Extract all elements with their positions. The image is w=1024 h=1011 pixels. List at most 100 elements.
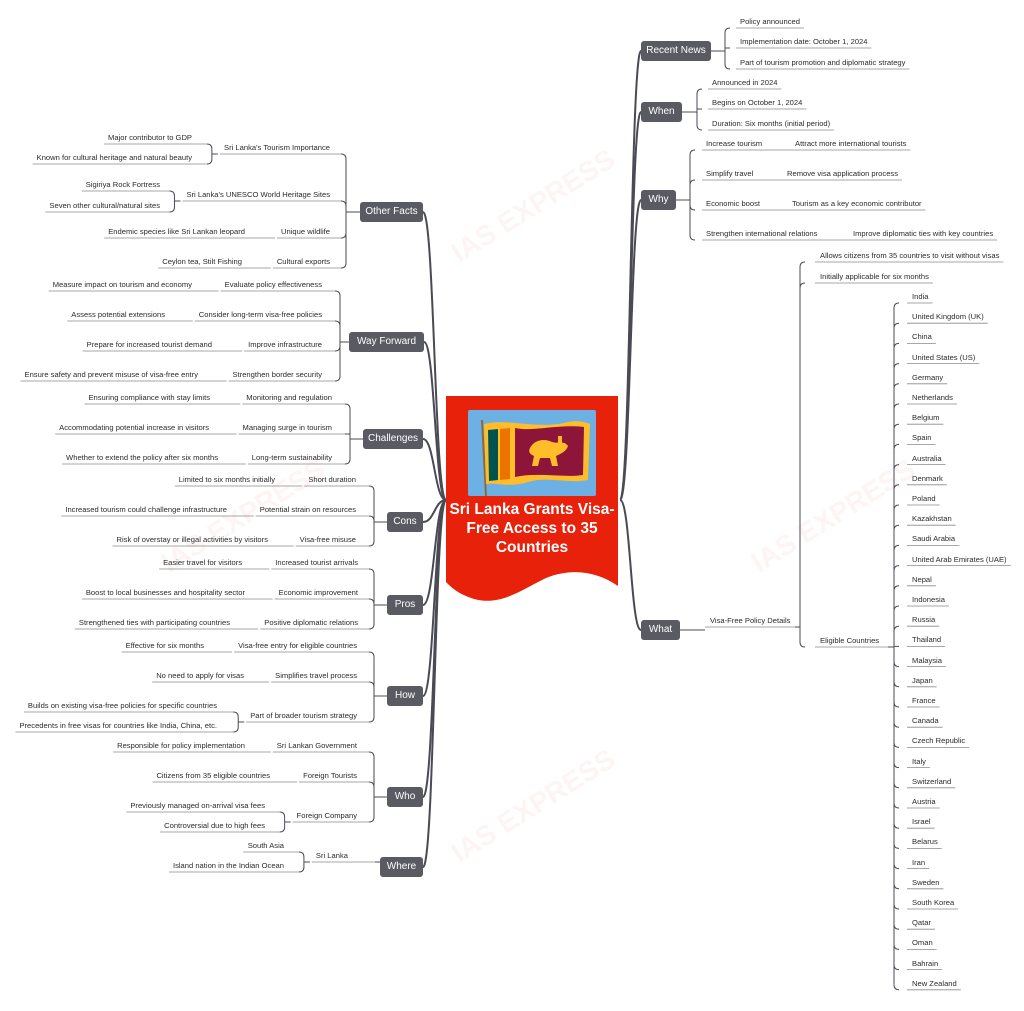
connector: [689, 204, 696, 211]
connector: [619, 199, 642, 501]
how-detail: No need to apply for visas: [156, 671, 244, 680]
country-item: Kazakhstan: [912, 514, 952, 524]
central-topic[interactable]: Sri Lanka Grants Visa-Free Access to 35 …: [446, 396, 618, 616]
connector: [619, 499, 642, 631]
branch-what[interactable]: What: [641, 620, 680, 640]
why-detail: Tourism as a key economic contributor: [792, 199, 922, 208]
cons-detail: Risk of overstay or illegal activities b…: [116, 535, 268, 544]
country-item: United Kingdom (UK): [912, 312, 984, 322]
country-item: South Korea: [912, 898, 955, 907]
pros-detail: Boost to local businesses and hospitalit…: [85, 588, 245, 597]
recent-news-item: Policy announced: [740, 17, 800, 26]
connector: [893, 585, 900, 591]
branch-recent-news[interactable]: Recent News: [641, 41, 711, 61]
country-item: Thailand: [912, 635, 942, 645]
connector: [334, 290, 341, 297]
connector: [344, 403, 351, 410]
country-item: Saudi Arabia: [912, 534, 956, 544]
way-forward-detail: Ensure safety and prevent misuse of visa…: [24, 370, 198, 379]
how-item: Simplifies travel process: [275, 671, 357, 680]
connector: [893, 863, 900, 870]
challenges-detail: Accommodating potential increase in visi…: [59, 423, 209, 432]
who-detail: Responsible for policy implementation: [117, 741, 245, 750]
recent-news-item: Part of tourism promotion and diplomatic…: [740, 58, 906, 67]
pros-item: Positive diplomatic relations: [264, 618, 358, 627]
country-item: Japan: [912, 675, 933, 685]
country-item: France: [912, 696, 936, 705]
connector: [893, 944, 900, 950]
connector: [340, 262, 347, 269]
connector: [893, 843, 900, 849]
branch-pros[interactable]: Pros: [387, 595, 423, 615]
pros-detail: Strengthened ties with participating cou…: [78, 618, 230, 627]
country-item: United States (US): [912, 352, 976, 362]
cons-detail: Limited to six months initially: [178, 475, 275, 484]
other-facts-item: Cultural exports: [276, 257, 330, 266]
why-reason: Strengthen international relations: [706, 229, 818, 238]
sri-lanka-flag-image: [468, 410, 596, 496]
connector: [344, 458, 351, 465]
central-title: Sri Lanka Grants Visa-Free Access to 35 …: [449, 501, 615, 556]
connector: [893, 403, 900, 410]
branch-how[interactable]: How: [387, 686, 423, 706]
connector: [893, 524, 900, 531]
connector: [298, 866, 305, 873]
how-item: Visa-free entry for eligible countries: [238, 641, 357, 650]
flag-icon: [468, 410, 596, 496]
connector: [893, 383, 900, 389]
connector: [340, 232, 347, 239]
recent-news-item: Implementation date: October 1, 2024: [740, 37, 868, 46]
country-item: China: [912, 332, 932, 342]
branch-way-forward[interactable]: Way Forward: [349, 332, 424, 352]
branch-who[interactable]: Who: [387, 787, 423, 807]
way-forward-item: Strengthen border security: [232, 370, 323, 379]
country-item: United Arab Emirates (UAE): [912, 554, 1007, 564]
who-detail: Controversial due to high fees: [164, 821, 265, 830]
branch-when[interactable]: When: [641, 102, 682, 122]
connector: [368, 598, 375, 605]
country-item: Netherlands: [912, 393, 953, 402]
connector: [233, 726, 239, 733]
pros-item: Increased tourist arrivals: [275, 558, 358, 567]
where-item: Sri Lanka: [315, 851, 348, 860]
connector: [368, 540, 375, 547]
connector: [893, 802, 900, 809]
connector: [689, 179, 696, 186]
connector: [368, 816, 375, 823]
why-reason: Increase tourism: [706, 139, 763, 148]
country-item: Switzerland: [912, 776, 952, 786]
other-facts-detail: Known for cultural heritage and natural …: [36, 153, 192, 162]
who-item: Foreign Tourists: [303, 771, 357, 780]
connector: [368, 751, 375, 758]
connector: [893, 883, 900, 890]
connector: [169, 206, 175, 213]
branch-challenges[interactable]: Challenges: [363, 429, 423, 449]
where-detail: South Asia: [247, 841, 284, 850]
other-facts-item: Unique wildlife: [281, 227, 330, 236]
branch-cons[interactable]: Cons: [387, 512, 423, 532]
connector: [696, 88, 703, 95]
connector: [422, 438, 447, 501]
connector: [893, 924, 900, 930]
other-facts-detail: Seven other cultural/natural sites: [49, 201, 160, 210]
other-facts-item: Sri Lanka's Tourism Importance: [224, 143, 330, 152]
way-forward-detail: Prepare for increased tourist demand: [86, 340, 212, 349]
cons-detail: Increased tourism could challenge infras…: [65, 505, 227, 514]
branch-other-facts[interactable]: Other Facts: [360, 202, 423, 222]
eligible-countries-label: Eligible Countries: [820, 636, 880, 645]
other-facts-item: Sri Lanka's UNESCO World Heritage Sites: [186, 190, 330, 199]
connector: [206, 143, 213, 150]
connector: [893, 322, 900, 329]
other-facts-detail: Major contributor to GDP: [108, 133, 192, 142]
connector: [169, 190, 175, 197]
connector: [422, 211, 447, 501]
connector: [368, 568, 375, 575]
why-detail: Improve diplomatic ties with key countri…: [853, 229, 994, 238]
other-facts-detail: Ceylon tea, Stilt Fishing: [162, 257, 242, 266]
connector: [368, 623, 375, 630]
how-detail: Builds on existing visa-free policies fo…: [27, 701, 217, 710]
branch-why[interactable]: Why: [641, 190, 676, 210]
where-detail: Island nation in the Indian Ocean: [172, 861, 284, 870]
branch-where[interactable]: Where: [380, 857, 423, 877]
